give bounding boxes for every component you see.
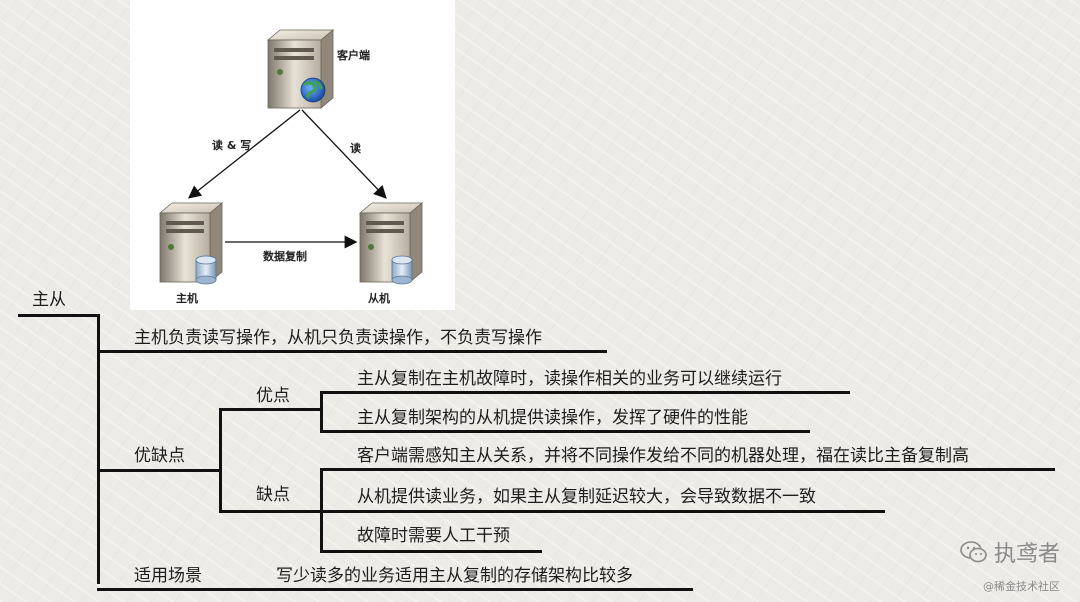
cons-item-1-underline [320,468,1055,471]
watermark-brand: 执鸢者 [960,536,1060,568]
read-arrow [301,109,387,199]
pros-cons-underline [97,469,220,472]
pros-cons-label: 优缺点 [134,446,185,466]
pros-item-2-underline [320,430,810,433]
cons-item-2-underline [320,510,885,513]
client-server-icon [266,29,335,109]
cons-underline [219,510,321,513]
watermark-community: @稀金技术社区 [983,580,1060,593]
cons-label: 缺点 [256,485,290,505]
pros-cons-connector [219,408,222,512]
read-write-edge-label: 读 & 写 [212,138,251,152]
read-edge-label: 读 [350,141,361,155]
scenario-underline [97,588,693,591]
architecture-diagram: 客户端 主机 从机 [130,0,455,310]
slave-server-icon [358,202,424,285]
root-node-label: 主从 [32,290,66,310]
master-server-icon [158,202,224,285]
read-write-arrow [187,109,301,199]
cons-item-3-underline [320,550,542,553]
scenario-label: 适用场景 [134,566,202,586]
pros-connector [320,391,323,431]
summary-text: 主机负责读写操作，从机只负责读操作，不负责写操作 [134,328,542,348]
root-underline [18,314,98,317]
pros-underline [219,408,321,411]
client-label: 客户端 [336,48,370,62]
pros-label: 优点 [256,386,290,406]
master-label: 主机 [176,291,198,305]
scenario-text: 写少读多的业务适用主从复制的存储架构比较多 [276,566,633,586]
wechat-icon [960,541,987,563]
slave-label: 从机 [368,291,390,305]
cons-item-1: 客户端需感知主从关系，并将不同操作发给不同的机器处理，福在读比主备复制高 [357,446,969,466]
watermark-brand-text: 执鸢者 [993,542,1060,567]
replication-edge-label: 数据复制 [263,249,307,263]
cons-item-3: 故障时需要人工干预 [357,526,510,546]
cons-item-2: 从机提供读业务，如果主从复制延迟较大，会导致数据不一致 [357,487,816,507]
pros-item-1: 主从复制在主机故障时，读操作相关的业务可以继续运行 [357,369,782,389]
main-trunk-connector [97,314,100,584]
summary-underline [97,350,607,353]
pros-item-2: 主从复制架构的从机提供读操作，发挥了硬件的性能 [357,408,748,428]
pros-item-1-underline [320,391,850,394]
architecture-svg: 客户端 主机 从机 [158,29,424,305]
